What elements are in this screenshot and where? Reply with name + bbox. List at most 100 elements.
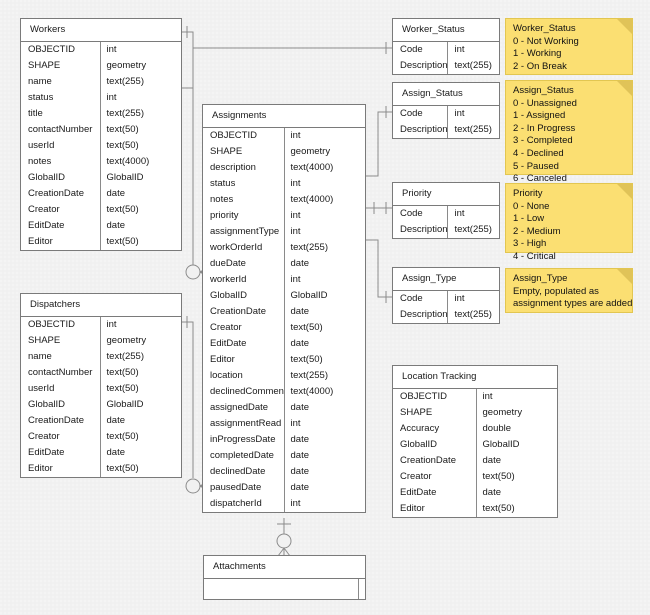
- note-line: 2 - On Break: [513, 60, 567, 72]
- field-name: notes: [21, 154, 101, 170]
- table-row[interactable]: OBJECTID int: [393, 389, 557, 405]
- field-type: int: [106, 44, 117, 55]
- field-name: SHAPE: [21, 58, 101, 74]
- entity-table-attachments[interactable]: Attachments: [203, 555, 366, 600]
- note-line: 1 - Assigned: [513, 110, 566, 122]
- field-name: description: [203, 160, 285, 176]
- field-type: geometry: [482, 407, 523, 418]
- field-type: GlobalID: [106, 172, 144, 183]
- field-type: int: [482, 391, 493, 402]
- field-name: name: [21, 74, 101, 90]
- field-name: Description: [393, 222, 449, 238]
- field-name: assignmentType: [203, 224, 285, 240]
- table-title: Assign_Type: [393, 268, 499, 291]
- field-name: assignedDate: [203, 400, 285, 416]
- field-name: OBJECTID: [203, 128, 285, 144]
- field-type: date: [290, 450, 310, 461]
- note-line: 2 - Medium: [513, 225, 561, 237]
- field-name: Creator: [21, 429, 101, 445]
- field-name: CreationDate: [203, 304, 285, 320]
- table-row[interactable]: [204, 579, 365, 599]
- field-type: text(255): [454, 124, 492, 135]
- field-name: pausedDate: [203, 480, 285, 496]
- field-name: OBJECTID: [393, 389, 477, 405]
- field-type: date: [482, 455, 502, 466]
